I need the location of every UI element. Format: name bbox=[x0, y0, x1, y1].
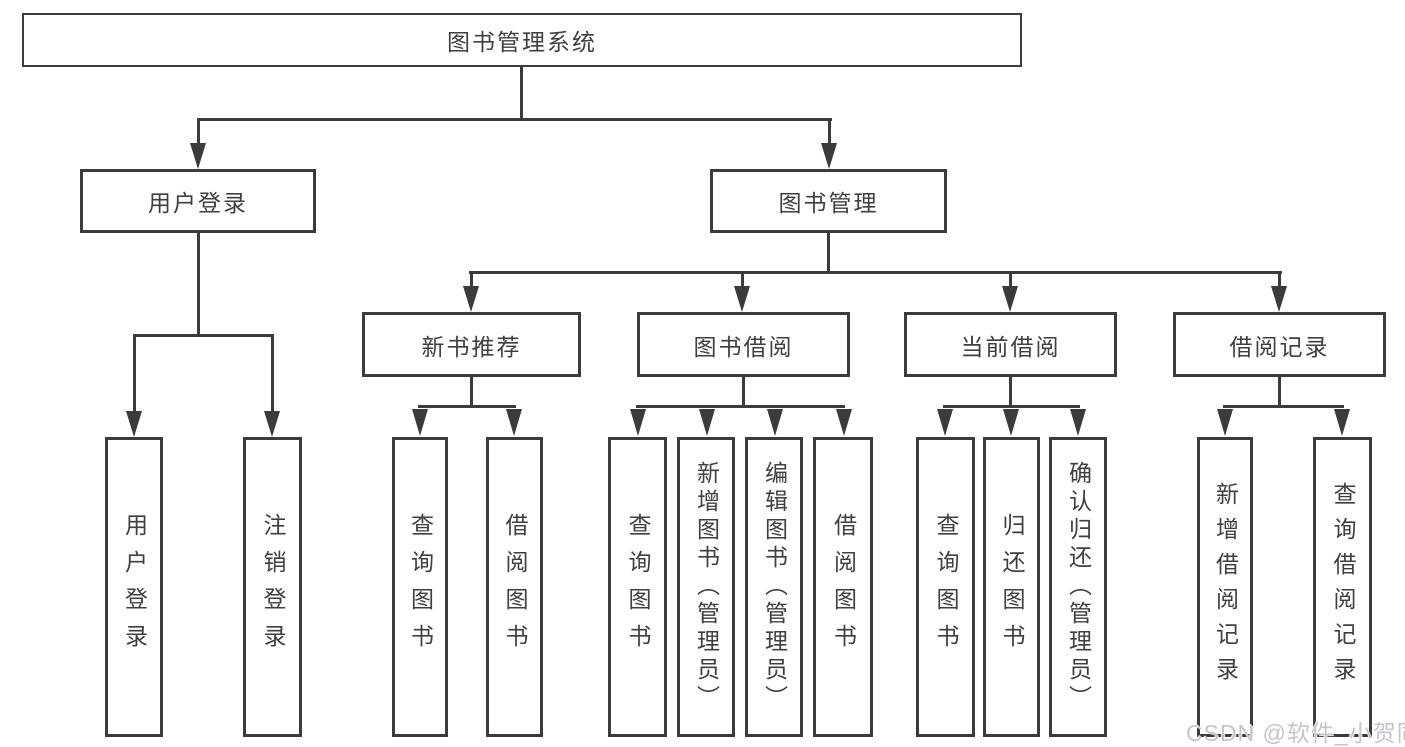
connector-arrowhead bbox=[463, 286, 479, 312]
leaf-query-book-rec-label: 查询图书 bbox=[407, 513, 434, 661]
connector-arrowhead bbox=[836, 409, 852, 436]
leaf-query-book-borrow: 查询图书 bbox=[608, 437, 667, 737]
node-current-borrow: 当前借阅 bbox=[904, 312, 1117, 377]
leaf-query-borrow-record: 查询借阅记录 bbox=[1313, 437, 1372, 737]
connector-arrowhead bbox=[126, 411, 142, 437]
leaf-add-borrow-record: 新增借阅记录 bbox=[1197, 437, 1253, 737]
leaf-logout-label: 注销登录 bbox=[260, 513, 286, 661]
connector-line bbox=[133, 336, 136, 414]
node-root-label: 图书管理系统 bbox=[447, 29, 597, 55]
connector-arrowhead bbox=[264, 411, 280, 437]
connector-line bbox=[197, 118, 832, 121]
leaf-query-book-current-label: 查询图书 bbox=[933, 513, 959, 661]
connector-line bbox=[1278, 273, 1281, 288]
connector-line bbox=[271, 336, 274, 414]
leaf-query-borrow-record-label: 查询借阅记录 bbox=[1330, 482, 1356, 692]
connector-arrowhead bbox=[1002, 286, 1018, 312]
node-new-book-rec: 新书推荐 bbox=[362, 312, 581, 377]
connector-line bbox=[828, 120, 831, 145]
connector-line bbox=[1223, 405, 1344, 408]
leaf-query-book-borrow-label: 查询图书 bbox=[625, 513, 651, 661]
connector-line bbox=[741, 273, 744, 288]
connector-line bbox=[636, 405, 845, 408]
connector-arrowhead bbox=[1003, 409, 1019, 436]
node-borrow-record: 借阅记录 bbox=[1173, 312, 1386, 377]
watermark-text: CSDN @软件_小贺同学 bbox=[1186, 720, 1405, 746]
connector-arrowhead bbox=[1271, 286, 1287, 312]
node-user-login-label: 用户登录 bbox=[148, 190, 248, 216]
connector-line bbox=[197, 120, 200, 145]
leaf-add-book-admin: 新增图书（管理员） bbox=[677, 437, 735, 737]
connector-line bbox=[469, 271, 1282, 274]
connector-line bbox=[418, 405, 516, 408]
node-book-borrow: 图书借阅 bbox=[637, 312, 850, 377]
leaf-logout: 注销登录 bbox=[243, 437, 302, 737]
connector-line bbox=[1009, 377, 1012, 407]
connector-line bbox=[133, 334, 274, 337]
leaf-borrow-book-borrow: 借阅图书 bbox=[813, 437, 873, 737]
connector-arrowhead bbox=[1334, 409, 1350, 436]
leaf-user-login-label: 用户登录 bbox=[121, 513, 148, 661]
connector-line bbox=[1278, 377, 1281, 407]
leaf-return-book-label: 归还图书 bbox=[999, 513, 1025, 661]
connector-line bbox=[827, 233, 830, 273]
connector-arrowhead bbox=[630, 409, 646, 436]
connector-arrowhead bbox=[821, 143, 837, 169]
node-root: 图书管理系统 bbox=[22, 13, 1022, 67]
leaf-return-book: 归还图书 bbox=[983, 437, 1040, 737]
leaf-borrow-book-rec: 借阅图书 bbox=[486, 437, 543, 737]
connector-arrowhead bbox=[734, 286, 750, 312]
connector-arrowhead bbox=[506, 409, 522, 436]
leaf-borrow-book-borrow-label: 借阅图书 bbox=[830, 513, 857, 661]
node-book-mgmt: 图书管理 bbox=[710, 169, 947, 233]
connector-line bbox=[470, 273, 473, 288]
node-book-borrow-label: 图书借阅 bbox=[693, 333, 794, 360]
node-current-borrow-label: 当前借阅 bbox=[960, 333, 1061, 360]
connector-arrowhead bbox=[767, 409, 783, 436]
connector-line bbox=[742, 377, 745, 407]
connector-arrowhead bbox=[699, 409, 715, 436]
connector-line bbox=[197, 233, 200, 337]
connector-arrowhead bbox=[412, 409, 428, 436]
leaf-edit-book-admin-label: 编辑图书（管理员） bbox=[761, 461, 788, 713]
leaf-add-book-admin-label: 新增图书（管理员） bbox=[693, 461, 720, 713]
connector-line bbox=[1009, 273, 1012, 288]
connector-arrowhead bbox=[1070, 409, 1086, 436]
node-book-mgmt-label: 图书管理 bbox=[778, 190, 879, 216]
node-borrow-record-label: 借阅记录 bbox=[1229, 333, 1330, 360]
connector-line bbox=[470, 377, 473, 407]
leaf-query-book-rec: 查询图书 bbox=[392, 437, 448, 737]
leaf-user-login: 用户登录 bbox=[105, 437, 163, 737]
connector-arrowhead bbox=[1217, 409, 1233, 436]
connector-line bbox=[943, 405, 1080, 408]
connector-arrowhead bbox=[190, 143, 206, 169]
node-new-book-rec-label: 新书推荐 bbox=[421, 333, 522, 360]
leaf-query-book-current: 查询图书 bbox=[916, 437, 975, 737]
leaf-borrow-book-rec-label: 借阅图书 bbox=[502, 513, 528, 661]
node-user-login: 用户登录 bbox=[80, 169, 316, 233]
leaf-add-borrow-record-label: 新增借阅记录 bbox=[1212, 482, 1239, 692]
connector-arrowhead bbox=[937, 409, 953, 436]
leaf-confirm-return-admin-label: 确认归还（管理员） bbox=[1065, 461, 1092, 713]
connector-line bbox=[520, 66, 523, 120]
leaf-edit-book-admin: 编辑图书（管理员） bbox=[745, 437, 803, 737]
leaf-confirm-return-admin: 确认归还（管理员） bbox=[1049, 437, 1107, 737]
